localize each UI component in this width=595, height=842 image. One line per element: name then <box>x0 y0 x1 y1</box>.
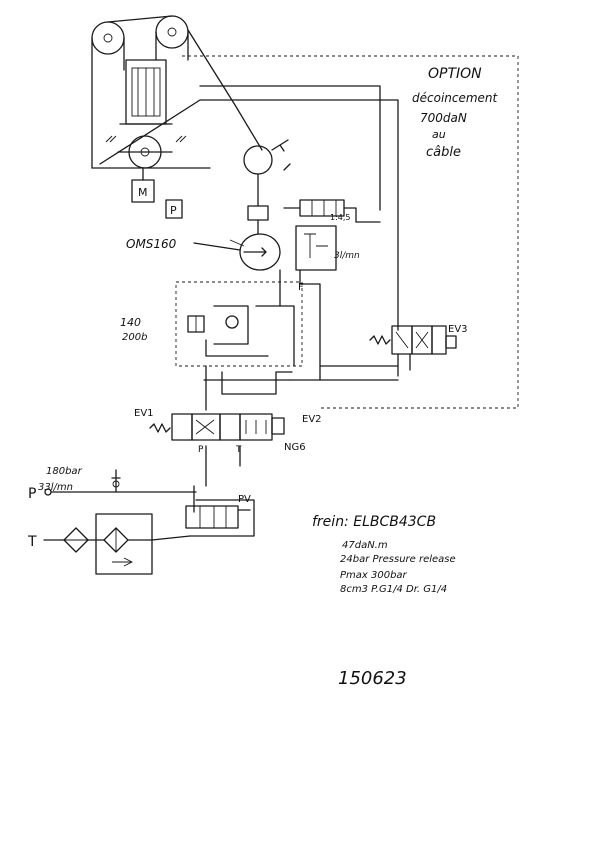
valve-ev3: EV3 <box>289 324 468 381</box>
hydraulic-motor: OMS160 <box>126 139 291 271</box>
port-p-label: P <box>28 486 36 502</box>
control-block: F 140 200b <box>120 269 304 367</box>
ng6-label: NG6 <box>284 442 306 453</box>
pressure-bottom-label: 200b <box>122 332 147 343</box>
option-line-2: 700daN <box>420 111 467 125</box>
pv-label: PV <box>238 494 251 505</box>
valve-port-p: P <box>198 445 204 455</box>
ev1-label: EV1 <box>134 408 154 419</box>
pressure-top-label: 140 <box>120 316 141 329</box>
supply-section: 180bar 33l/mn P T <box>27 466 197 575</box>
supply-flow-label: 33l/mn <box>38 482 73 493</box>
block-mark: F <box>298 282 304 293</box>
motor-model-label: OMS160 <box>126 237 177 251</box>
option-section: OPTION décoincement 700daN au câble <box>99 55 519 409</box>
valve-ratio-label: 1:4,5 <box>330 213 351 222</box>
restrictor-flow-label: 3l/mn <box>334 251 360 261</box>
brake-line-1: 47daN.m <box>342 540 388 551</box>
counterbalance-valve: 1:4,5 3l/mn <box>283 199 381 381</box>
brake-title: frein: ELBCB43CB <box>312 514 436 530</box>
option-title: OPTION <box>428 66 482 82</box>
ev2-label: EV2 <box>302 414 322 425</box>
brake-note: frein: ELBCB43CB 47daN.m 24bar Pressure … <box>312 514 456 595</box>
pipe-network <box>189 365 293 537</box>
document-number: 150623 <box>338 668 407 689</box>
supply-pressure-label: 180bar <box>46 466 83 477</box>
ev3-label: EV3 <box>448 324 468 335</box>
port-t-label: T <box>27 534 37 550</box>
option-line-4: câble <box>426 145 461 160</box>
pressure-gauge-label: P <box>170 204 177 217</box>
brake-line-2: 24bar Pressure release <box>340 554 456 565</box>
valve-port-t: T <box>235 445 242 455</box>
brake-line-3: Pmax 300bar <box>340 570 408 581</box>
valve-ev1-ev2: EV1 EV2 NG6 P T <box>134 408 322 455</box>
option-line-3: au <box>432 128 446 141</box>
winch-assembly: M P <box>91 15 263 219</box>
valve-pv: PV <box>185 494 251 529</box>
motor-label: M <box>138 186 148 199</box>
brake-line-4: 8cm3 P.G1/4 Dr. G1/4 <box>340 584 447 595</box>
option-line-1: décoincement <box>412 91 499 105</box>
